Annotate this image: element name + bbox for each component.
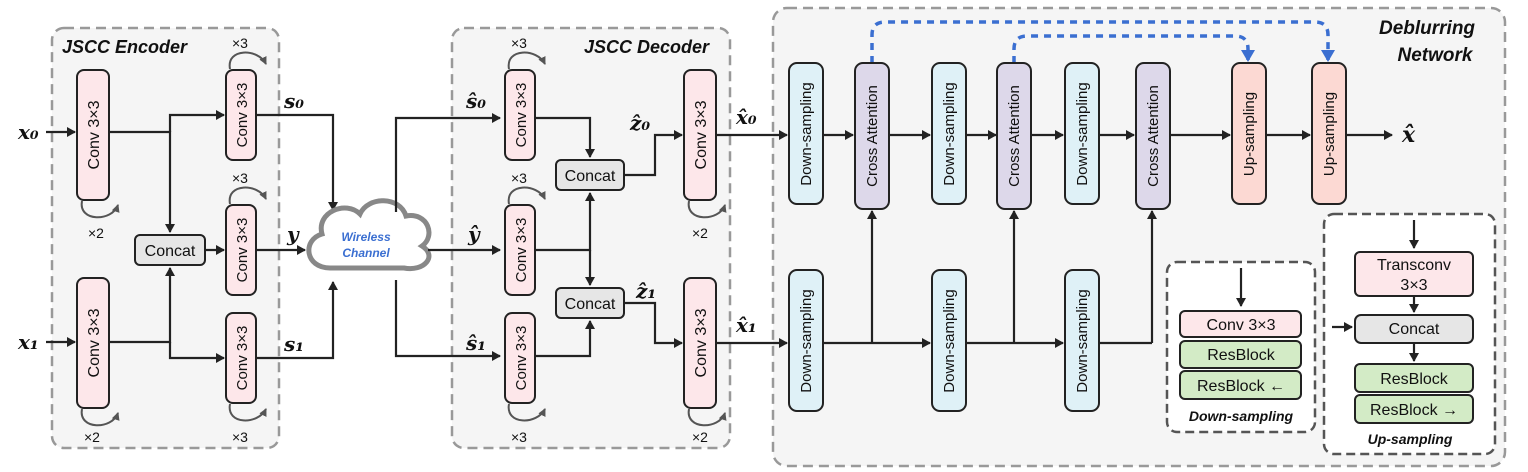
svg-text:Conv 3×3: Conv 3×3 — [693, 308, 710, 377]
decoder-connections — [536, 116, 788, 358]
svg-text:Transconv: Transconv — [1377, 257, 1451, 274]
mult-label: ×3 — [511, 429, 527, 445]
svg-text:ResBlock: ResBlock — [1207, 347, 1276, 364]
symbol-z1-hat: ẑ₁ — [635, 279, 656, 303]
encoder-connections — [46, 110, 338, 363]
svg-text:Down-sampling: Down-sampling — [1074, 289, 1091, 392]
deblur-title-2: Network — [1398, 45, 1474, 66]
down-sampling-legend: Conv 3×3 ResBlock ResBlock ← Down-sampli… — [1165, 260, 1317, 434]
mult-label: ×3 — [232, 35, 248, 51]
symbol-y-hat: ŷ — [467, 222, 481, 246]
svg-text:Conv 3×3: Conv 3×3 — [234, 326, 251, 391]
svg-text:Cross Attention: Cross Attention — [864, 85, 881, 187]
svg-text:Cross Attention: Cross Attention — [1145, 85, 1162, 187]
svg-text:Conv 3×3: Conv 3×3 — [234, 218, 251, 283]
svg-text:Conv 3×3: Conv 3×3 — [513, 326, 530, 391]
decoder-concat-bottom: Concat — [555, 287, 625, 319]
svg-text:Down-sampling: Down-sampling — [941, 82, 958, 185]
decoder-title: JSCC Decoder — [584, 37, 710, 57]
deblur-connections — [824, 130, 1393, 348]
svg-text:ResBlock →: ResBlock → — [1370, 402, 1458, 419]
loop-icon — [80, 51, 267, 427]
channel-connections — [394, 113, 501, 361]
svg-text:Conv 3×3: Conv 3×3 — [1207, 317, 1276, 334]
symbol-y: 𝒚 — [286, 222, 300, 246]
symbol-x1-hat: x̂₁ — [735, 313, 757, 337]
encoder-conv-y: Conv 3×3 — [225, 204, 257, 296]
down-sampling-block: Down-sampling — [931, 62, 967, 205]
cross-attention-block: Cross Attention — [854, 62, 890, 210]
down-sampling-block: Down-sampling — [788, 62, 824, 205]
mult-label: ×3 — [232, 429, 248, 445]
svg-text:Down-sampling: Down-sampling — [798, 289, 815, 392]
svg-text:Concat: Concat — [1389, 321, 1440, 338]
down-sampling-block: Down-sampling — [931, 269, 967, 412]
symbol-s1: 𝒔₁ — [283, 332, 304, 356]
svg-text:Conv 3×3: Conv 3×3 — [86, 308, 103, 377]
up-sampling-legend: Transconv 3×3 Concat ResBlock ResBlock →… — [1322, 212, 1497, 456]
up-sampling-block: Up-sampling — [1311, 62, 1347, 205]
svg-text:Conv 3×3: Conv 3×3 — [86, 100, 103, 169]
mult-label: ×2 — [692, 225, 708, 241]
svg-text:Up-sampling: Up-sampling — [1368, 431, 1453, 447]
svg-text:Down-sampling: Down-sampling — [941, 289, 958, 392]
cross-attention-block: Cross Attention — [1135, 62, 1171, 210]
svg-text:3×3: 3×3 — [1400, 277, 1427, 294]
svg-text:Up-sampling: Up-sampling — [1241, 92, 1258, 176]
encoder-conv-x0: Conv 3×3 — [76, 69, 110, 201]
decoder-conv-x1: Conv 3×3 — [683, 277, 717, 409]
symbol-x0-hat: x̂₀ — [735, 105, 757, 129]
decoder-conv-x0: Conv 3×3 — [683, 69, 717, 201]
svg-text:ResBlock ←: ResBlock ← — [1197, 378, 1285, 395]
svg-text:Conv 3×3: Conv 3×3 — [693, 100, 710, 169]
mult-label: ×2 — [84, 429, 100, 445]
cross-attention-block: Cross Attention — [996, 62, 1032, 210]
down-sampling-block: Down-sampling — [1064, 62, 1100, 205]
svg-text:Channel: Channel — [342, 246, 390, 260]
symbol-x-hat-output: x̂ — [1401, 122, 1416, 148]
svg-text:Concat: Concat — [565, 296, 616, 313]
symbol-x0: 𝒙₀ — [17, 120, 39, 144]
svg-text:Wireless: Wireless — [341, 230, 391, 244]
mult-label: ×2 — [88, 225, 104, 241]
symbol-s0: 𝒔₀ — [283, 89, 304, 113]
loop-icon — [507, 51, 727, 427]
encoder-conv-x1: Conv 3×3 — [76, 277, 110, 409]
symbol-x1: 𝒙₁ — [17, 330, 39, 354]
svg-text:Concat: Concat — [565, 168, 616, 185]
svg-text:Down-sampling: Down-sampling — [798, 82, 815, 185]
up-sampling-block: Up-sampling — [1231, 62, 1267, 205]
svg-text:Down-sampling: Down-sampling — [1189, 408, 1294, 424]
decoder-concat-top: Concat — [555, 159, 625, 191]
encoder-conv-s0: Conv 3×3 — [225, 69, 257, 161]
decoder-conv-s0: Conv 3×3 — [504, 69, 536, 161]
svg-text:Conv 3×3: Conv 3×3 — [513, 83, 530, 148]
svg-text:ResBlock: ResBlock — [1380, 371, 1449, 388]
deblur-title-1: Deblurring — [1379, 18, 1475, 39]
mult-label: ×2 — [692, 429, 708, 445]
svg-text:Up-sampling: Up-sampling — [1321, 92, 1338, 176]
mult-label: ×3 — [511, 35, 527, 51]
decoder-conv-s1: Conv 3×3 — [504, 312, 536, 404]
svg-text:Cross Attention: Cross Attention — [1006, 85, 1023, 187]
svg-text:Conv 3×3: Conv 3×3 — [513, 218, 530, 283]
mult-label: ×3 — [232, 170, 248, 186]
svg-text:Down-sampling: Down-sampling — [1074, 82, 1091, 185]
encoder-concat: Concat — [134, 234, 206, 266]
skip-connections — [870, 20, 1335, 63]
encoder-conv-s1: Conv 3×3 — [225, 312, 257, 404]
down-sampling-block: Down-sampling — [788, 269, 824, 412]
decoder-conv-y: Conv 3×3 — [504, 204, 536, 296]
svg-text:Concat: Concat — [145, 243, 196, 260]
symbol-s1-hat: ŝ₁ — [465, 331, 486, 355]
mult-label: ×3 — [511, 170, 527, 186]
symbol-z0-hat: ẑ₀ — [629, 111, 650, 135]
wireless-channel-cloud: Wireless Channel — [306, 198, 432, 272]
down-sampling-block: Down-sampling — [1064, 269, 1100, 412]
svg-text:Conv 3×3: Conv 3×3 — [234, 83, 251, 148]
symbol-s0-hat: ŝ₀ — [465, 89, 486, 113]
encoder-title: JSCC Encoder — [62, 37, 188, 57]
